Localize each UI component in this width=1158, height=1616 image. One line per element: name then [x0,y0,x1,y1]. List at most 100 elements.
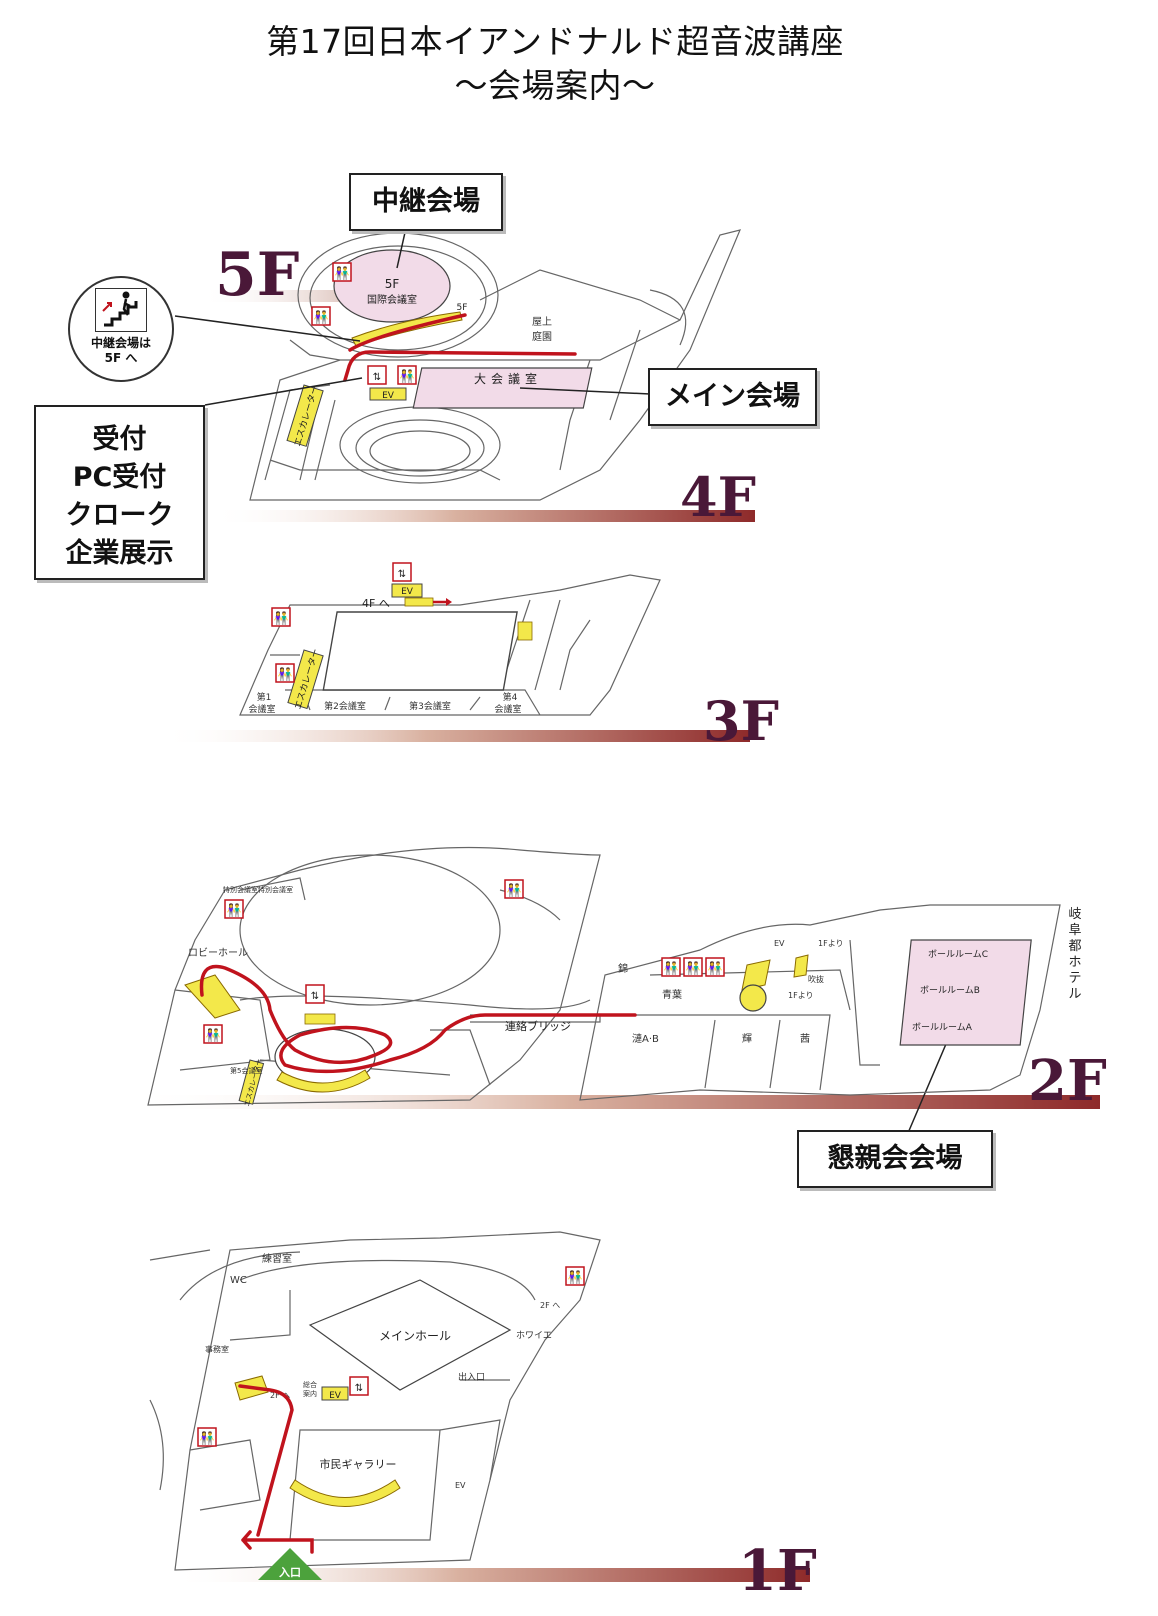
escalator-4f [286,384,324,447]
ballroom-c-label: ボールルームC [928,949,988,960]
foyer-label: ホワイエ [516,1330,552,1341]
office-label: 事務室 [205,1344,229,1354]
ev-3f [391,583,423,598]
restroom-icon: 👫 [275,663,295,683]
reception-line-1: 受付 [92,424,147,455]
hotel-char-4: ホ [1068,955,1081,970]
reception-line-3: クローク [65,500,174,531]
main-hall-shape [308,1279,512,1391]
svg-text:👫: 👫 [400,369,415,383]
restroom-icon: 👫 [397,365,417,385]
hotel-char-2: 阜 [1068,922,1081,938]
ev-1f-label: EV [329,1391,342,1401]
floor-band-2f [130,1095,1100,1109]
hotel-char-5: テ [1068,971,1081,986]
from1f-label-a: 1Fより [818,939,844,948]
svg-text:👫: 👫 [507,883,522,897]
ev-4f-label: EV [382,391,395,401]
room-intl-conference[interactable] [333,249,451,323]
gallery-label: 市民ギャラリー [320,1457,397,1471]
restroom-icon: 👫 [332,262,352,282]
arrow-head [446,598,452,606]
elevator-icon: ⇅ [349,1376,369,1396]
callout-party-venue: 懇親会会場 [797,1130,993,1188]
restroom-icon: 👫 [565,1266,585,1286]
stairs-3f-east [517,621,533,641]
callout-pointer-lines [174,227,953,1134]
ev-3f-label: EV [401,587,414,597]
building-2f-east [470,904,1061,1101]
to2f-label: 2F へ [270,1391,290,1400]
page-title: 第17回日本イアンドナルド超音波講座 [266,22,844,61]
special2-label: 特別会議室 [258,885,293,894]
spiral-stairs-2f [739,984,767,1012]
conf4-label-1: 第4 [503,691,518,703]
special1-label: 特別会議室 [223,885,258,894]
info-label-2: 案内 [303,1389,317,1398]
room-ballroom[interactable] [899,939,1032,1046]
kagayaki-label: 輝 [742,1033,752,1045]
ren-label: 漣A·B [632,1032,659,1045]
roof-label-1: 屋上 [532,316,552,328]
fukinuke-label: 吹抜 [808,974,824,984]
bridge-label: 連絡ブリッジ [505,1019,571,1033]
elevator-icon: ⇅ [305,984,325,1004]
building-1f [149,1231,601,1571]
stairs-note-line-1: 中継会場は [90,336,151,350]
stairs-badge: 中継会場は 5F へ [68,276,174,382]
building-5f-4f [249,229,742,501]
hotel-char-1: 岐 [1068,907,1081,922]
stairs-2f-east-b [793,954,809,978]
svg-text:⇅: ⇅ [398,569,406,580]
nishiki-label: 錦 [618,962,628,975]
ev-2f-label: EV [774,939,785,948]
reception-line-2: PC受付 [72,462,167,493]
conf1-label-2: 会議室 [248,703,275,715]
hotel-char-6: ル [1068,987,1081,1002]
main-venue-label: メイン会場 [665,381,800,412]
stairs-1f-gallery [289,1479,401,1507]
svg-text:👫: 👫 [664,961,679,975]
route-path-1f [238,1384,314,1554]
floor-label-1f: 1F [738,1538,817,1604]
conf2-label: 第2会議室 [324,700,366,712]
svg-text:👫: 👫 [206,1028,221,1042]
main-hall-label: メインホール [379,1329,451,1343]
aoba-label: 青葉 [662,988,682,1001]
route-path-4f [343,313,577,382]
svg-text:👫: 👫 [278,667,293,681]
escalator-2f [238,1059,265,1105]
entrance-marker[interactable] [258,1548,322,1580]
svg-text:👫: 👫 [568,1270,583,1284]
practice-room-label: 練習室 [262,1252,292,1265]
elevator-icon: ⇅ [367,365,387,385]
floor-band-3f [160,730,750,742]
conf3-label: 第3会議室 [409,700,451,712]
label-to-4f: 4F へ [362,597,390,610]
building-3f [239,574,661,716]
elevator-icon: ⇅ [392,562,412,582]
to2f-label-b: 2F へ [540,1301,560,1310]
ev-4f [369,387,407,401]
restroom-icon: 👫 [661,957,681,977]
restroom-icon: 👫 [203,1024,223,1044]
hotel-char-3: 都 [1068,939,1081,954]
room-main-hall[interactable] [412,367,593,409]
floor-label-3f: 3F [703,689,779,753]
svg-text:👫: 👫 [274,611,289,625]
restroom-icon: 👫 [504,879,524,899]
svg-text:👫: 👫 [686,961,701,975]
stairs-2f-atrium [276,1069,371,1093]
callout-main-venue: メイン会場 [648,368,817,426]
svg-text:👫: 👫 [200,1431,215,1445]
party-venue-label: 懇親会会場 [827,1143,963,1174]
stairs-3f [404,597,434,607]
info-label-1: 総合 [303,1380,317,1389]
svg-text:⇅: ⇅ [311,991,319,1002]
ballroom-b-label: ボールルームB [920,985,980,996]
svg-text:⇅: ⇅ [373,372,381,383]
floor-band-1f [170,1568,810,1582]
room-3f-hall [322,611,518,691]
callout-relay-venue: 中継会場 [349,173,503,231]
